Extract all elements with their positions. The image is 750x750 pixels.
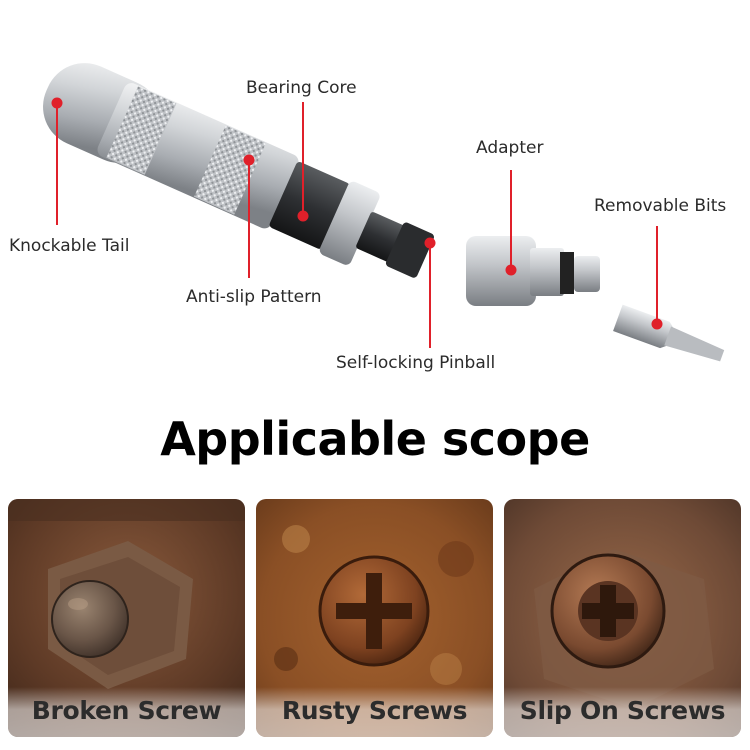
knurl-band-1 xyxy=(106,86,177,175)
scope-card-rusty-screws: Rusty Screws xyxy=(256,499,493,737)
handle xyxy=(43,63,434,278)
label-removable-bits: Removable Bits xyxy=(594,196,727,216)
scope-card-slip-on-screws: Slip On Screws xyxy=(504,499,741,737)
dot-knockable-tail xyxy=(51,97,63,109)
dot-anti-slip xyxy=(243,154,255,166)
impact-driver-diagram xyxy=(43,63,725,362)
label-anti-slip-pattern: Anti-slip Pattern xyxy=(186,287,322,307)
caption-slip-on-screws: Slip On Screws xyxy=(519,696,726,725)
caption-broken-screw: Broken Screw xyxy=(31,696,222,725)
dot-removable-bits xyxy=(651,318,663,330)
adapter-part xyxy=(466,236,600,306)
dot-adapter xyxy=(505,264,517,276)
label-self-locking-pinball: Self-locking Pinball xyxy=(336,353,496,373)
label-adapter: Adapter xyxy=(476,138,544,158)
dot-pinball xyxy=(424,237,436,249)
section-heading: Applicable scope xyxy=(160,412,590,466)
scope-card-broken-screw: Broken Screw xyxy=(8,499,245,737)
knurl-band-2 xyxy=(194,125,266,215)
label-knockable-tail: Knockable Tail xyxy=(9,236,130,256)
caption-rusty-screws: Rusty Screws xyxy=(281,696,468,725)
dot-bearing-core xyxy=(297,210,309,222)
label-bearing-core: Bearing Core xyxy=(246,78,357,98)
removable-bit xyxy=(613,304,725,362)
